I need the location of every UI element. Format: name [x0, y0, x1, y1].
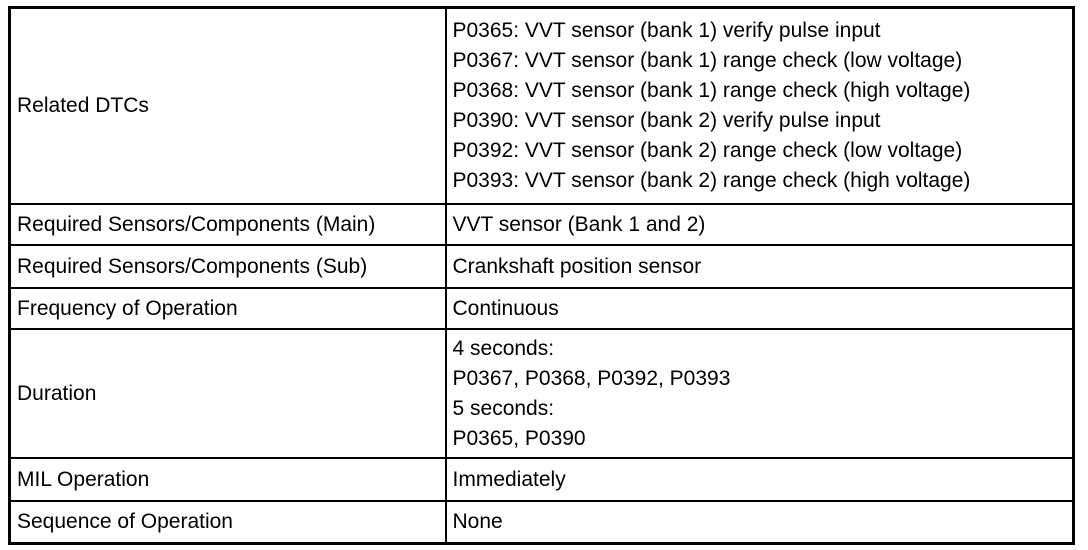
table-row-duration: Duration 4 seconds: P0367, P0368, P0392,… — [8, 328, 1075, 459]
table-row-sequence: Sequence of Operation None — [8, 500, 1075, 545]
row-value: Immediately — [444, 457, 1075, 502]
value-line: VVT sensor (Bank 1 and 2) — [452, 212, 706, 236]
value-line: Crankshaft position sensor — [452, 254, 702, 278]
row-label: MIL Operation — [8, 457, 447, 502]
table-row-mil-operation: MIL Operation Immediately — [8, 457, 1075, 502]
row-label: Duration — [8, 328, 447, 459]
row-value: Crankshaft position sensor — [444, 244, 1075, 289]
row-label: Sequence of Operation — [8, 500, 447, 545]
value-line: Immediately — [452, 467, 566, 491]
row-value: VVT sensor (Bank 1 and 2) — [444, 203, 1075, 246]
dtc-line: P0392: VVT sensor (bank 2) range check (… — [452, 139, 963, 162]
dtc-line: P0393: VVT sensor (bank 2) range check (… — [452, 169, 971, 192]
table-row-related-dtcs: Related DTCs P0365: VVT sensor (bank 1) … — [8, 6, 1075, 205]
row-value: None — [444, 500, 1075, 545]
row-label: Required Sensors/Components (Sub) — [8, 244, 447, 289]
row-value: 4 seconds: P0367, P0368, P0392, P0393 5 … — [444, 328, 1075, 459]
row-value: Continuous — [444, 287, 1075, 330]
table-row-frequency: Frequency of Operation Continuous — [8, 287, 1075, 330]
value-line: Continuous — [452, 296, 559, 320]
dtc-line: P0365: VVT sensor (bank 1) verify pulse … — [452, 19, 881, 42]
value-line: 4 seconds: — [452, 336, 555, 360]
row-label: Frequency of Operation — [8, 287, 447, 330]
dtc-line: P0367: VVT sensor (bank 1) range check (… — [452, 49, 963, 72]
row-value: P0365: VVT sensor (bank 1) verify pulse … — [444, 6, 1075, 205]
dtc-line: P0368: VVT sensor (bank 1) range check (… — [452, 79, 971, 102]
value-line: None — [452, 510, 503, 533]
value-line: 5 seconds: — [452, 396, 555, 420]
table-row-sub-components: Required Sensors/Components (Sub) Cranks… — [8, 244, 1075, 289]
dtc-line: P0390: VVT sensor (bank 2) verify pulse … — [452, 109, 881, 132]
value-line: P0365, P0390 — [452, 426, 586, 450]
row-label: Related DTCs — [8, 6, 447, 205]
dtc-spec-table: Related DTCs P0365: VVT sensor (bank 1) … — [8, 6, 1075, 545]
table-row-main-components: Required Sensors/Components (Main) VVT s… — [8, 203, 1075, 246]
value-line: P0367, P0368, P0392, P0393 — [452, 366, 731, 390]
row-label: Required Sensors/Components (Main) — [8, 203, 447, 246]
